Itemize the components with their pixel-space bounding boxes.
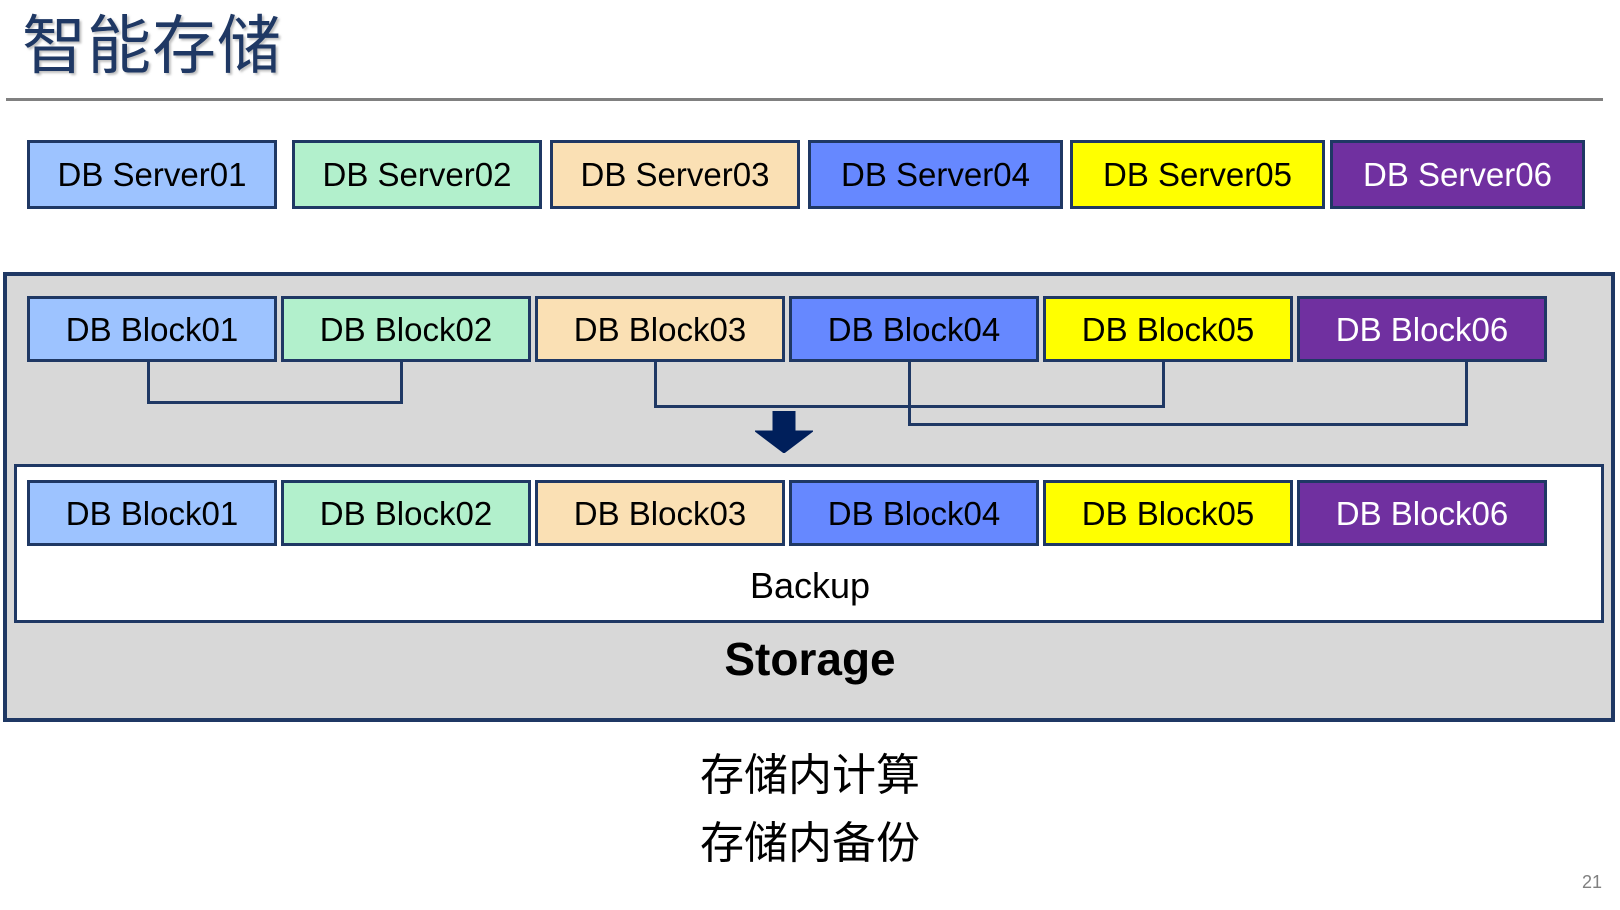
db-block-upper-box-1[interactable]: DB Block01 (27, 296, 277, 362)
db-block-lower-box-label: DB Block04 (827, 494, 1001, 532)
block01-drop (147, 362, 150, 404)
block02-drop (400, 362, 403, 404)
down-arrow-icon (753, 410, 815, 454)
db-block-upper-box-6[interactable]: DB Block06 (1297, 296, 1547, 362)
db-server-box-label: DB Server01 (57, 156, 247, 193)
db-block-upper-box-2[interactable]: DB Block02 (281, 296, 531, 362)
page-number: 21 (1581, 872, 1602, 892)
db-block-upper-box-5[interactable]: DB Block05 (1043, 296, 1293, 362)
db-server-box-label: DB Server04 (841, 156, 1030, 193)
db-server-box-4[interactable]: DB Server04 (808, 140, 1063, 209)
db-block-lower-box-2[interactable]: DB Block02 (281, 480, 531, 546)
title-divider (6, 98, 1603, 101)
block01-block02-join (147, 401, 403, 404)
db-block-lower-box-label: DB Block01 (65, 494, 239, 532)
db-block-lower-box-3[interactable]: DB Block03 (535, 480, 785, 546)
db-server-box-6[interactable]: DB Server06 (1330, 140, 1585, 209)
block05-drop (1162, 362, 1165, 408)
db-block-lower-box-5[interactable]: DB Block05 (1043, 480, 1293, 546)
block06-drop (1465, 362, 1468, 426)
caption-block: 存储内计算 存储内备份 (0, 742, 1620, 878)
db-block-upper-box-4[interactable]: DB Block04 (789, 296, 1039, 362)
db-block-upper-box-label: DB Block01 (65, 310, 239, 348)
db-server-box-label: DB Server03 (580, 156, 770, 193)
caption-line-2: 存储内备份 (700, 819, 920, 868)
caption-line-1: 存储内计算 (700, 751, 920, 800)
db-server-box-label: DB Server06 (1363, 156, 1552, 193)
db-block-lower-box-label: DB Block03 (573, 494, 747, 532)
db-server-box-1[interactable]: DB Server01 (27, 140, 277, 209)
db-block-lower-box-1[interactable]: DB Block01 (27, 480, 277, 546)
db-block-lower-box-4[interactable]: DB Block04 (789, 480, 1039, 546)
db-block-upper-box-label: DB Block05 (1081, 310, 1255, 348)
db-block-upper-box-label: DB Block02 (319, 310, 493, 348)
db-block-lower-box-label: DB Block02 (319, 494, 493, 532)
db-server-box-label: DB Server02 (322, 156, 512, 193)
db-block-upper-box-label: DB Block04 (827, 310, 1001, 348)
block04-block06-join (908, 423, 1468, 426)
storage-label: Storage (724, 633, 896, 685)
db-server-box-label: DB Server05 (1103, 156, 1292, 193)
db-server-box-3[interactable]: DB Server03 (550, 140, 800, 209)
backup-label: Backup (749, 565, 871, 606)
db-block-lower-box-label: DB Block06 (1335, 494, 1509, 532)
db-block-upper-box-label: DB Block06 (1335, 310, 1509, 348)
db-block-lower-box-label: DB Block05 (1081, 494, 1255, 532)
db-server-box-2[interactable]: DB Server02 (292, 140, 542, 209)
block04-drop (908, 362, 911, 426)
db-block-lower-box-6[interactable]: DB Block06 (1297, 480, 1547, 546)
db-server-box-5[interactable]: DB Server05 (1070, 140, 1325, 209)
page-title: 智能存储 (22, 10, 282, 82)
db-block-upper-box-label: DB Block03 (573, 310, 747, 348)
db-block-upper-box-3[interactable]: DB Block03 (535, 296, 785, 362)
block03-drop (654, 362, 657, 408)
